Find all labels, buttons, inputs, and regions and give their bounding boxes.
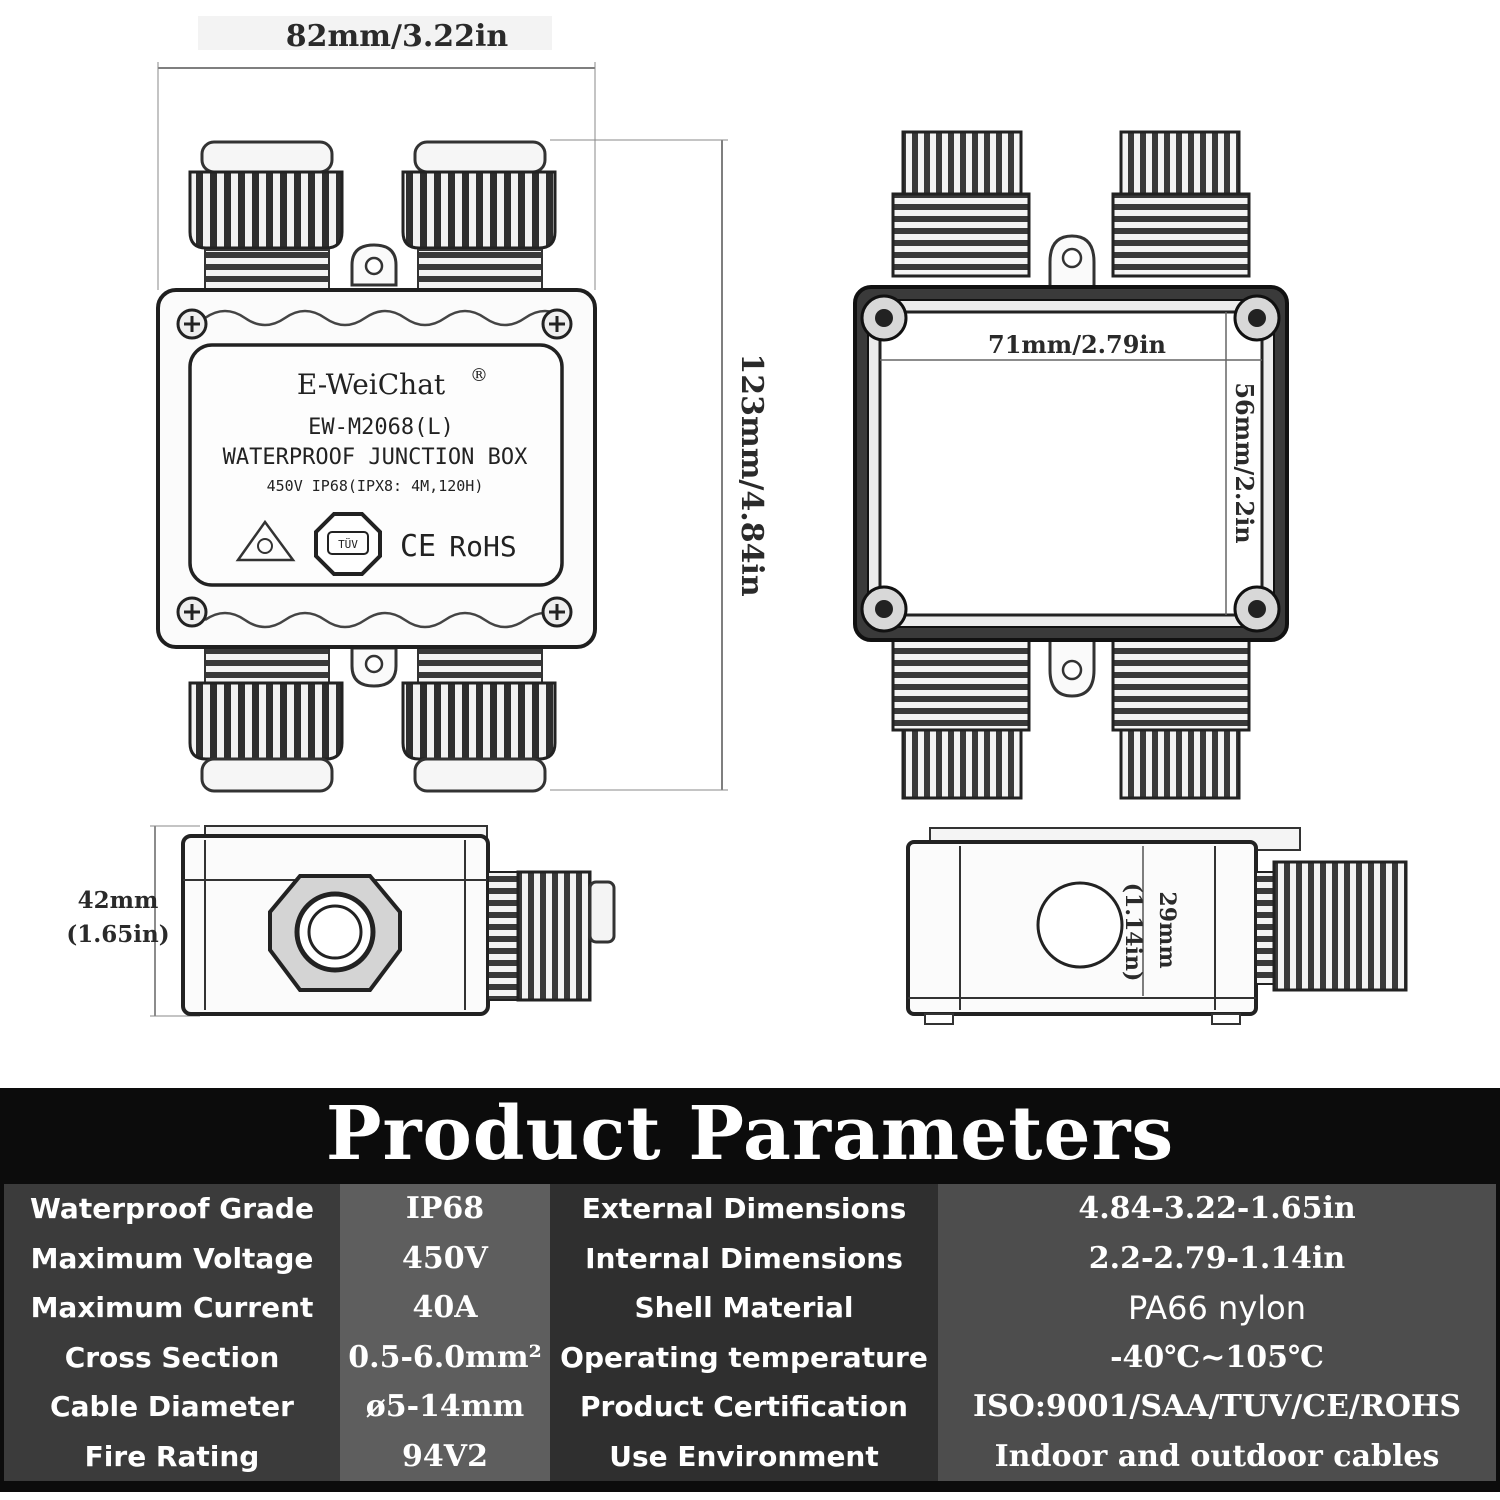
top-left-cable-gland (188, 140, 344, 291)
param-value: ISO:9001/SAA/TUV/CE/ROHS (938, 1382, 1496, 1432)
interior-top-right-gland (1111, 130, 1251, 278)
param-name: Maximum Voltage (4, 1233, 340, 1283)
inner-width-label: 71mm/2.79in (988, 330, 1166, 359)
param-value: Indoor and outdoor cables (938, 1431, 1496, 1481)
param-value: -40℃~105℃ (938, 1332, 1496, 1382)
product-parameters-title: Product Parameters (325, 1091, 1175, 1177)
interior-cavity (878, 310, 1264, 617)
interior-bottom-right-gland (1111, 638, 1251, 800)
width-dimension-label: 82mm/3.22in (286, 19, 509, 54)
side-height-mm-label: 42mm (78, 887, 159, 914)
product-label-panel (188, 343, 564, 587)
mounting-hole-icon (1233, 585, 1281, 633)
screw-icon (176, 596, 208, 628)
mounting-hole-icon (860, 294, 908, 342)
height-dimension-label: 123mm/4.84in (734, 353, 769, 597)
screw-icon (541, 596, 573, 628)
section-view: 29mm (1.14in) (906, 827, 1408, 1025)
top-right-cable-gland (401, 140, 557, 291)
tuv-mark-text: TÜV (338, 538, 358, 551)
bottom-right-cable-gland (401, 644, 557, 793)
param-value: 0.5-6.0mm² (340, 1332, 550, 1382)
param-value: 2.2-2.79-1.14in (938, 1233, 1496, 1283)
param-value: 450V (340, 1233, 550, 1283)
side-height-in-label: (1.65in) (66, 921, 169, 948)
tuv-mark-icon: TÜV (314, 512, 382, 576)
bottom-left-cable-gland (188, 644, 344, 793)
saa-triangle-icon (235, 519, 296, 562)
param-name: Product Certification (550, 1382, 938, 1432)
param-name: Fire Rating (4, 1431, 340, 1481)
param-name: Cross Section (4, 1332, 340, 1382)
param-value: 40A (340, 1283, 550, 1333)
product-name: WATERPROOF JUNCTION BOX (223, 445, 528, 470)
inner-depth-in-label: (1.14in) (1120, 883, 1146, 982)
interior-bottom-left-gland (891, 638, 1031, 800)
param-name: Operating temperature (550, 1332, 938, 1382)
cable-entry-hole (1036, 881, 1124, 969)
param-value: PA66 nylon (938, 1283, 1496, 1333)
param-value: 4.84-3.22-1.65in (938, 1184, 1496, 1234)
param-name: Waterproof Grade (4, 1184, 340, 1234)
registered-mark: ® (470, 365, 488, 386)
param-name: Cable Diameter (4, 1382, 340, 1432)
param-name: External Dimensions (550, 1184, 938, 1234)
rohs-mark: RoHS (449, 530, 516, 563)
param-value: IP68 (340, 1184, 550, 1234)
interior-top-left-gland (891, 130, 1031, 278)
param-name: Internal Dimensions (550, 1233, 938, 1283)
screw-icon (541, 308, 573, 340)
model-number: EW-M2068(L) (308, 415, 454, 440)
screw-icon (176, 308, 208, 340)
rating-text: 450V IP68(IPX8: 4M,120H) (267, 477, 484, 495)
ce-mark: CE (400, 529, 436, 564)
inner-depth-mm-label: 29mm (1154, 891, 1180, 968)
brand-name: E-WeiChat (297, 368, 446, 401)
mounting-hole-icon (860, 585, 908, 633)
inner-height-label: 56mm/2.2in (1230, 382, 1259, 543)
param-value: 94V2 (340, 1431, 550, 1481)
mounting-hole-icon (1233, 294, 1281, 342)
param-name: Shell Material (550, 1283, 938, 1333)
interior-view: 71mm/2.79in 56mm/2.2in (853, 130, 1289, 800)
dimension-drawing: 82mm/3.22in 123mm/4.84in (66, 16, 1408, 1025)
front-view: 82mm/3.22in 123mm/4.84in (156, 16, 769, 793)
side-view: 42mm (1.65in) (66, 825, 616, 1017)
param-name: Use Environment (550, 1431, 938, 1481)
param-value: ø5-14mm (340, 1382, 550, 1432)
param-name: Maximum Current (4, 1283, 340, 1333)
side-gland-nut-icon (268, 874, 402, 992)
